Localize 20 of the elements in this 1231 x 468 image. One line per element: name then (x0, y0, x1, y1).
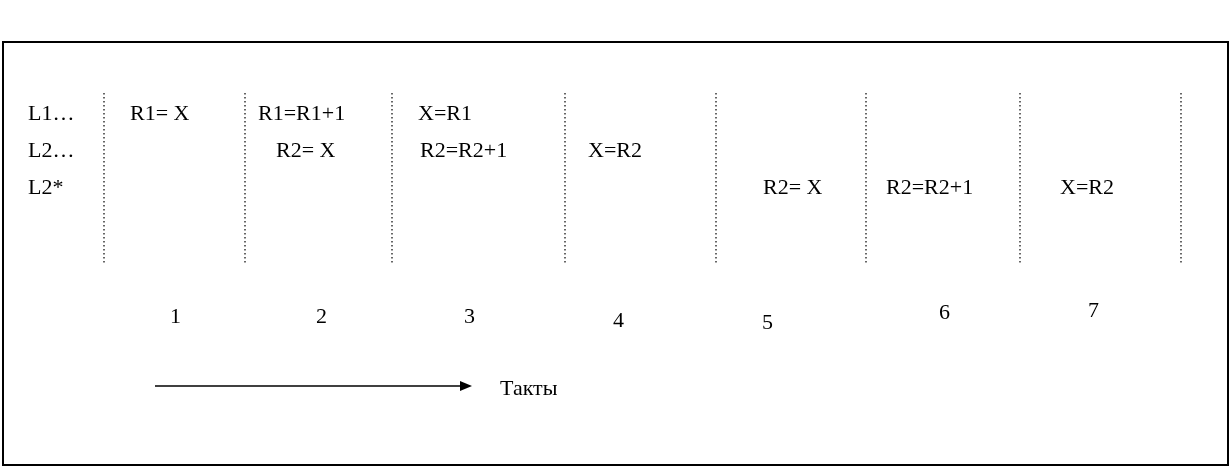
step-operation: X=R2 (1060, 174, 1114, 200)
step-operation: R2=R2+1 (886, 174, 974, 200)
tick-number: 4 (613, 307, 624, 333)
tick-number: 7 (1088, 297, 1099, 323)
tick-number: 3 (464, 303, 475, 329)
step-operation: R2= X (276, 137, 336, 163)
row-label: L1… (28, 100, 75, 126)
step-operation: R1=R1+1 (258, 100, 346, 126)
row-label: L2* (28, 174, 64, 200)
tick-number: 5 (762, 309, 773, 335)
step-operation: R2=R2+1 (420, 137, 508, 163)
tick-number: 6 (939, 299, 950, 325)
tick-number: 2 (316, 303, 327, 329)
axis-label: Такты (500, 375, 558, 401)
tick-number: 1 (170, 303, 181, 329)
step-operation: X=R2 (588, 137, 642, 163)
row-label: L2… (28, 137, 75, 163)
step-operation: X=R1 (418, 100, 472, 126)
step-operation: R2= X (763, 174, 823, 200)
step-operation: R1= X (130, 100, 190, 126)
